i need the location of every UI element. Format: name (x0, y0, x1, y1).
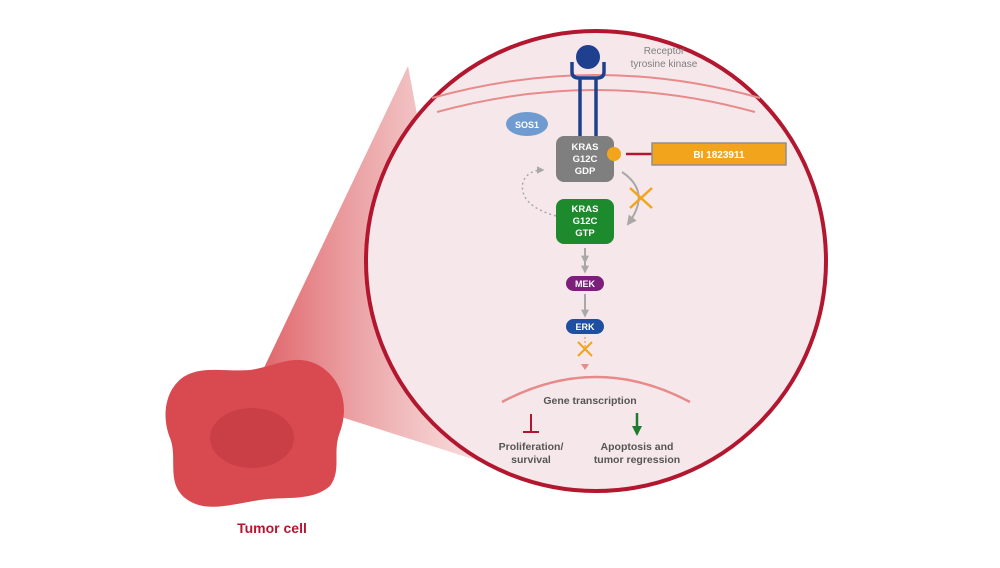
sos1-label: SOS1 (515, 120, 539, 130)
erk-node (566, 319, 604, 334)
kras-gdp-line2: G12C (573, 154, 598, 165)
proliferation-line1: Proliferation/ (499, 441, 564, 453)
mek-node (566, 276, 604, 291)
kras-gtp-line1: KRAS (572, 204, 599, 215)
erk-block-x-icon (577, 341, 593, 357)
erk-blocked-arrowhead (581, 364, 589, 370)
sos1-node (506, 112, 548, 136)
apoptosis-line2: tumor regression (594, 454, 680, 466)
kras-gdp-node (556, 136, 614, 182)
erk-label: ERK (575, 322, 595, 332)
activation-block-x-icon (629, 187, 653, 209)
proliferation-block-icon (523, 414, 539, 433)
kras-gtp-line3: GTP (575, 228, 595, 239)
cell-membrane-outer (431, 74, 761, 99)
tumor-cell-label: Tumor cell (237, 520, 307, 536)
kras-gtp-line2: G12C (573, 216, 598, 227)
receptor-label-line2: tyrosine kinase (631, 59, 698, 70)
mek-label: MEK (575, 279, 596, 289)
kras-gdp-line1: KRAS (572, 142, 599, 153)
kras-gtp-node (556, 199, 614, 244)
receptor-label-line1: Receptor (644, 46, 685, 57)
inhibitor-box (651, 142, 787, 166)
receptor-icon (570, 45, 606, 142)
nuclear-membrane (501, 375, 691, 404)
apoptosis-line1: Apoptosis and (601, 441, 674, 453)
proliferation-line2: survival (511, 454, 551, 466)
inhibitor-binding-dot (607, 147, 621, 161)
inhibitor-label: BI 1823911 (693, 150, 745, 161)
tumor-cell-nucleus (210, 408, 294, 468)
kras-gdp-line3: GDP (575, 166, 596, 177)
gene-transcription-label: Gene transcription (543, 395, 636, 407)
